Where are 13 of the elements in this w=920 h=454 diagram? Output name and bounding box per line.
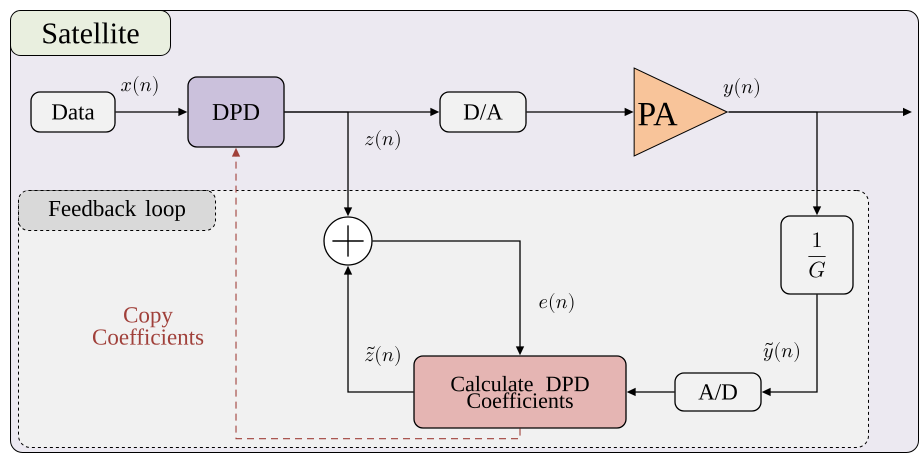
edge-label: $z(n)$ xyxy=(365,130,400,150)
gain-box: $\frac{1}{G}$ xyxy=(780,215,854,295)
converter-box: A/D xyxy=(674,372,762,412)
edge-label: $x(n)$ xyxy=(121,76,158,96)
summing-junction xyxy=(323,216,373,266)
converter-box: D/A xyxy=(439,91,527,133)
data-box: Data xyxy=(30,91,116,133)
edge-label: $\tilde{y}(n)$ xyxy=(764,342,799,362)
process-box: Calculate DPD Coefficients xyxy=(413,355,627,429)
edge-label: $\tilde{z}(n)$ xyxy=(365,346,400,366)
edge-label: $e(n)$ xyxy=(540,293,574,313)
dpd-box: DPD xyxy=(187,76,285,148)
edge-label: Copy Coefficients xyxy=(92,307,204,345)
